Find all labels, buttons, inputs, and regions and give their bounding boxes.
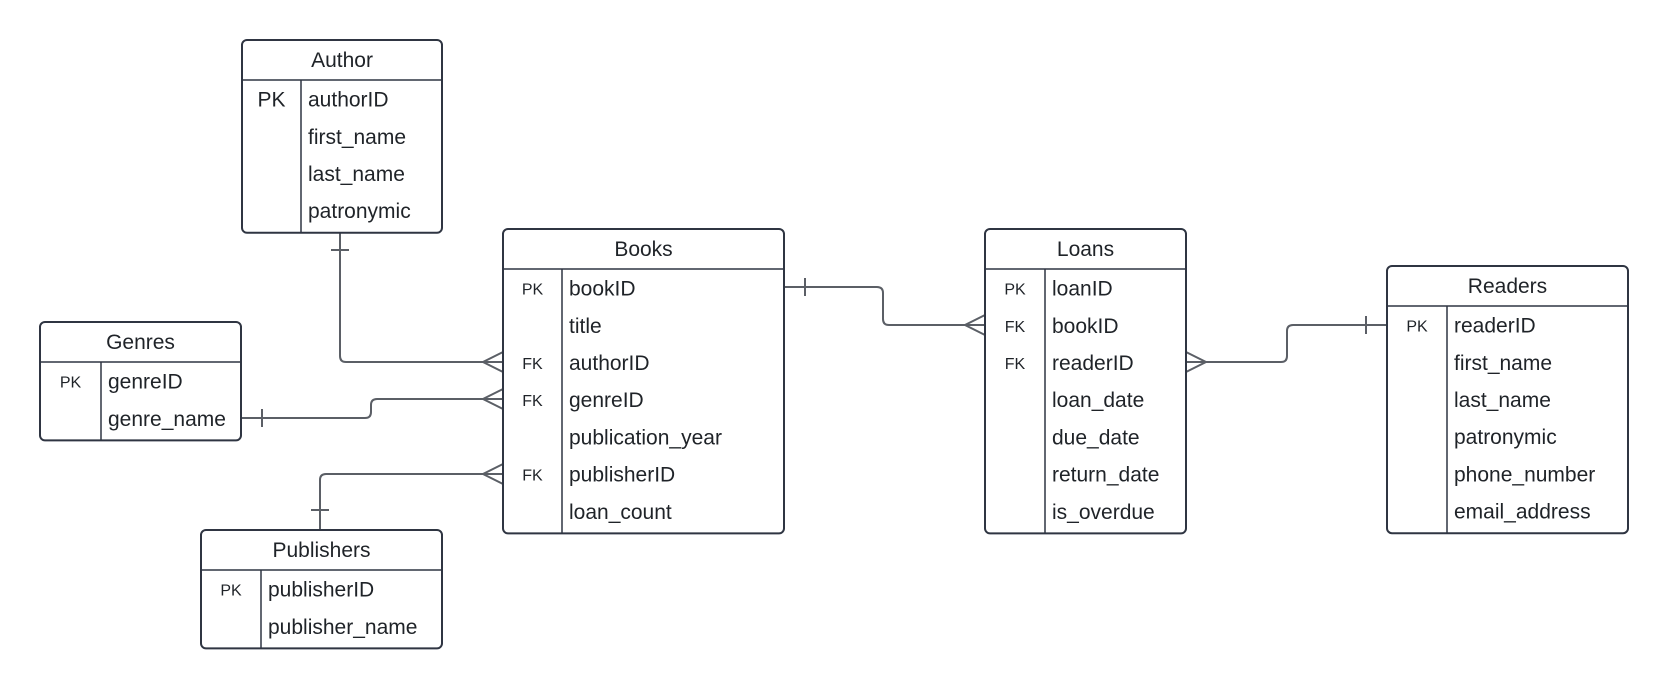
author-key-badge: PK — [257, 89, 285, 112]
author-attribute: first_name — [308, 126, 406, 149]
books-attribute: genreID — [569, 389, 644, 412]
books-attribute: authorID — [569, 352, 650, 375]
loans-key-badge: FK — [1005, 356, 1026, 373]
loans-attribute: bookID — [1052, 315, 1119, 338]
relationship-lines — [241, 230, 1387, 530]
loans-attribute: readerID — [1052, 352, 1134, 375]
readers-key-badge: PK — [1406, 319, 1428, 336]
many-marker-loans-reader — [1185, 351, 1209, 373]
publishers-attribute: publisher_name — [268, 616, 417, 639]
loans-attribute: loanID — [1052, 278, 1113, 301]
many-marker-books-publisher — [480, 463, 504, 485]
readers-attribute: patronymic — [1454, 426, 1557, 449]
loans-key-badge: PK — [1004, 282, 1026, 299]
many-marker-books-genre — [480, 388, 504, 410]
many-marker-loans-book — [962, 314, 986, 336]
loans-key-badge: FK — [1005, 319, 1026, 336]
publishers-attribute: publisherID — [268, 579, 374, 602]
books-attribute: publication_year — [569, 426, 722, 449]
loans-table-border — [984, 228, 1187, 535]
author-table-border — [241, 39, 443, 234]
genres-key-badge: PK — [60, 375, 82, 392]
loans-attribute: loan_date — [1052, 389, 1144, 412]
books-key-badge: FK — [522, 393, 543, 410]
author-title: Author — [311, 49, 373, 72]
author-attribute: last_name — [308, 163, 405, 186]
genres-table-border — [39, 321, 242, 442]
books-table-border — [502, 228, 785, 535]
relationship-books-loans — [784, 286, 985, 326]
genres-attribute: genre_name — [108, 408, 226, 431]
books-key-badge: FK — [522, 468, 543, 485]
publishers-key-badge: PK — [220, 583, 242, 600]
books-attribute: publisherID — [569, 464, 675, 487]
books-attribute: bookID — [569, 278, 636, 301]
many-marker-books-author — [480, 351, 504, 373]
books-key-badge: FK — [522, 356, 543, 373]
books-attribute: title — [569, 315, 602, 338]
author-attribute: authorID — [308, 89, 389, 112]
readers-attribute: first_name — [1454, 352, 1552, 375]
relationship-publishers-books — [319, 473, 503, 530]
relationship-readers-loans — [1186, 324, 1387, 363]
genres-attribute: genreID — [108, 371, 183, 394]
loans-title: Loans — [1057, 238, 1114, 261]
loans-attribute: due_date — [1052, 426, 1140, 449]
author-attribute: patronymic — [308, 200, 411, 223]
publishers-title: Publishers — [272, 539, 370, 562]
readers-attribute: readerID — [1454, 315, 1536, 338]
genres-title: Genres — [106, 331, 175, 354]
loans-attribute: is_overdue — [1052, 501, 1155, 524]
books-title: Books — [614, 238, 672, 261]
readers-attribute: last_name — [1454, 389, 1551, 412]
readers-attribute: email_address — [1454, 501, 1591, 524]
readers-attribute: phone_number — [1454, 463, 1595, 486]
books-key-badge: PK — [522, 282, 544, 299]
relationship-genres-books — [241, 398, 503, 419]
relationship-author-books — [339, 230, 503, 363]
books-attribute: loan_count — [569, 501, 672, 524]
readers-title: Readers — [1468, 275, 1547, 298]
loans-attribute: return_date — [1052, 464, 1159, 487]
